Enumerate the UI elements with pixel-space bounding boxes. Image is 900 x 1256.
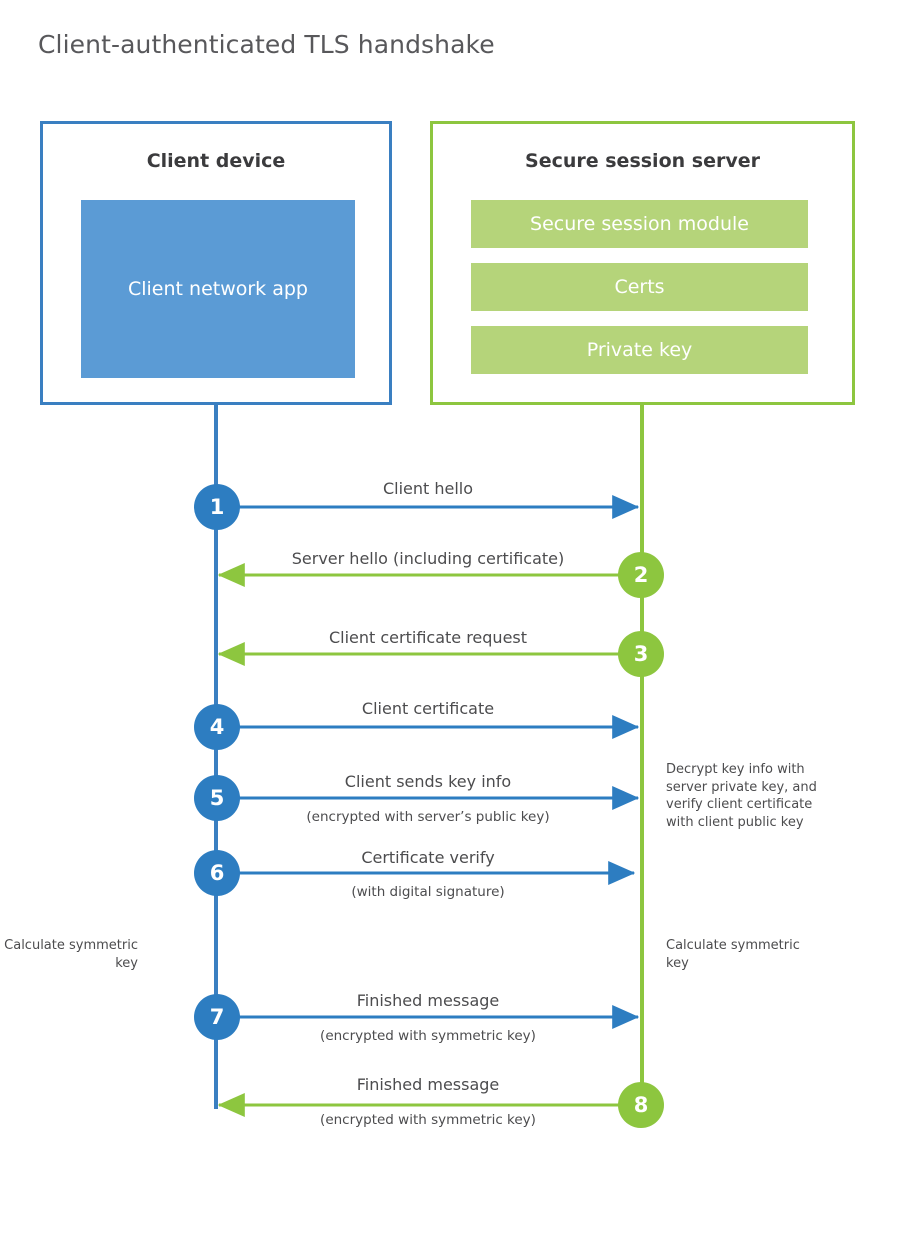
step-marker-7[interactable]: 7	[194, 994, 240, 1040]
step-marker-3[interactable]: 3	[618, 631, 664, 677]
server-calculate-note: Calculate symmetric key	[666, 938, 800, 971]
message-sublabel-5: (encrypted with server’s public key)	[306, 809, 550, 825]
message-sublabel-8: (encrypted with symmetric key)	[320, 1112, 536, 1128]
server-lifeline	[640, 403, 644, 1107]
message-sublabel-6: (with digital signature)	[351, 884, 505, 900]
message-sublabel-7: (encrypted with symmetric key)	[320, 1028, 536, 1044]
message-label-6: Certificate verify	[361, 848, 495, 867]
step-marker-2[interactable]: 2	[618, 552, 664, 598]
message-label-8: Finished message	[356, 1075, 500, 1094]
message-label-1: Client hello	[382, 479, 474, 498]
client-device-title: Client device	[146, 150, 286, 172]
message-label-3: Client certificate request	[328, 628, 528, 647]
message-label-4: Client certificate	[361, 699, 495, 718]
step-marker-1[interactable]: 1	[194, 484, 240, 530]
step-marker-6[interactable]: 6	[194, 850, 240, 896]
client-lifeline	[214, 403, 218, 1109]
server-block-secure-session-module: Secure session module	[471, 200, 808, 248]
step-marker-5[interactable]: 5	[194, 775, 240, 821]
client-network-app-block: Client network app	[81, 200, 355, 378]
step-marker-8[interactable]: 8	[618, 1082, 664, 1128]
secure-session-server-title: Secure session server	[525, 150, 760, 172]
message-label-2: Server hello (including certificate)	[291, 549, 565, 568]
message-label-7: Finished message	[356, 991, 500, 1010]
client-calculate-note: Calculate symmetric key	[4, 938, 138, 971]
client-device-box: Client device Client network app	[40, 121, 392, 405]
message-label-5: Client sends key info	[344, 772, 512, 791]
server-block-certs: Certs	[471, 263, 808, 311]
page-title: Client-authenticated TLS handshake	[38, 30, 495, 59]
secure-session-server-box: Secure session server Secure session mod…	[430, 121, 855, 405]
server-block-private-key: Private key	[471, 326, 808, 374]
server-decrypt-note: Decrypt key info with server private key…	[666, 762, 817, 830]
step-marker-4[interactable]: 4	[194, 704, 240, 750]
